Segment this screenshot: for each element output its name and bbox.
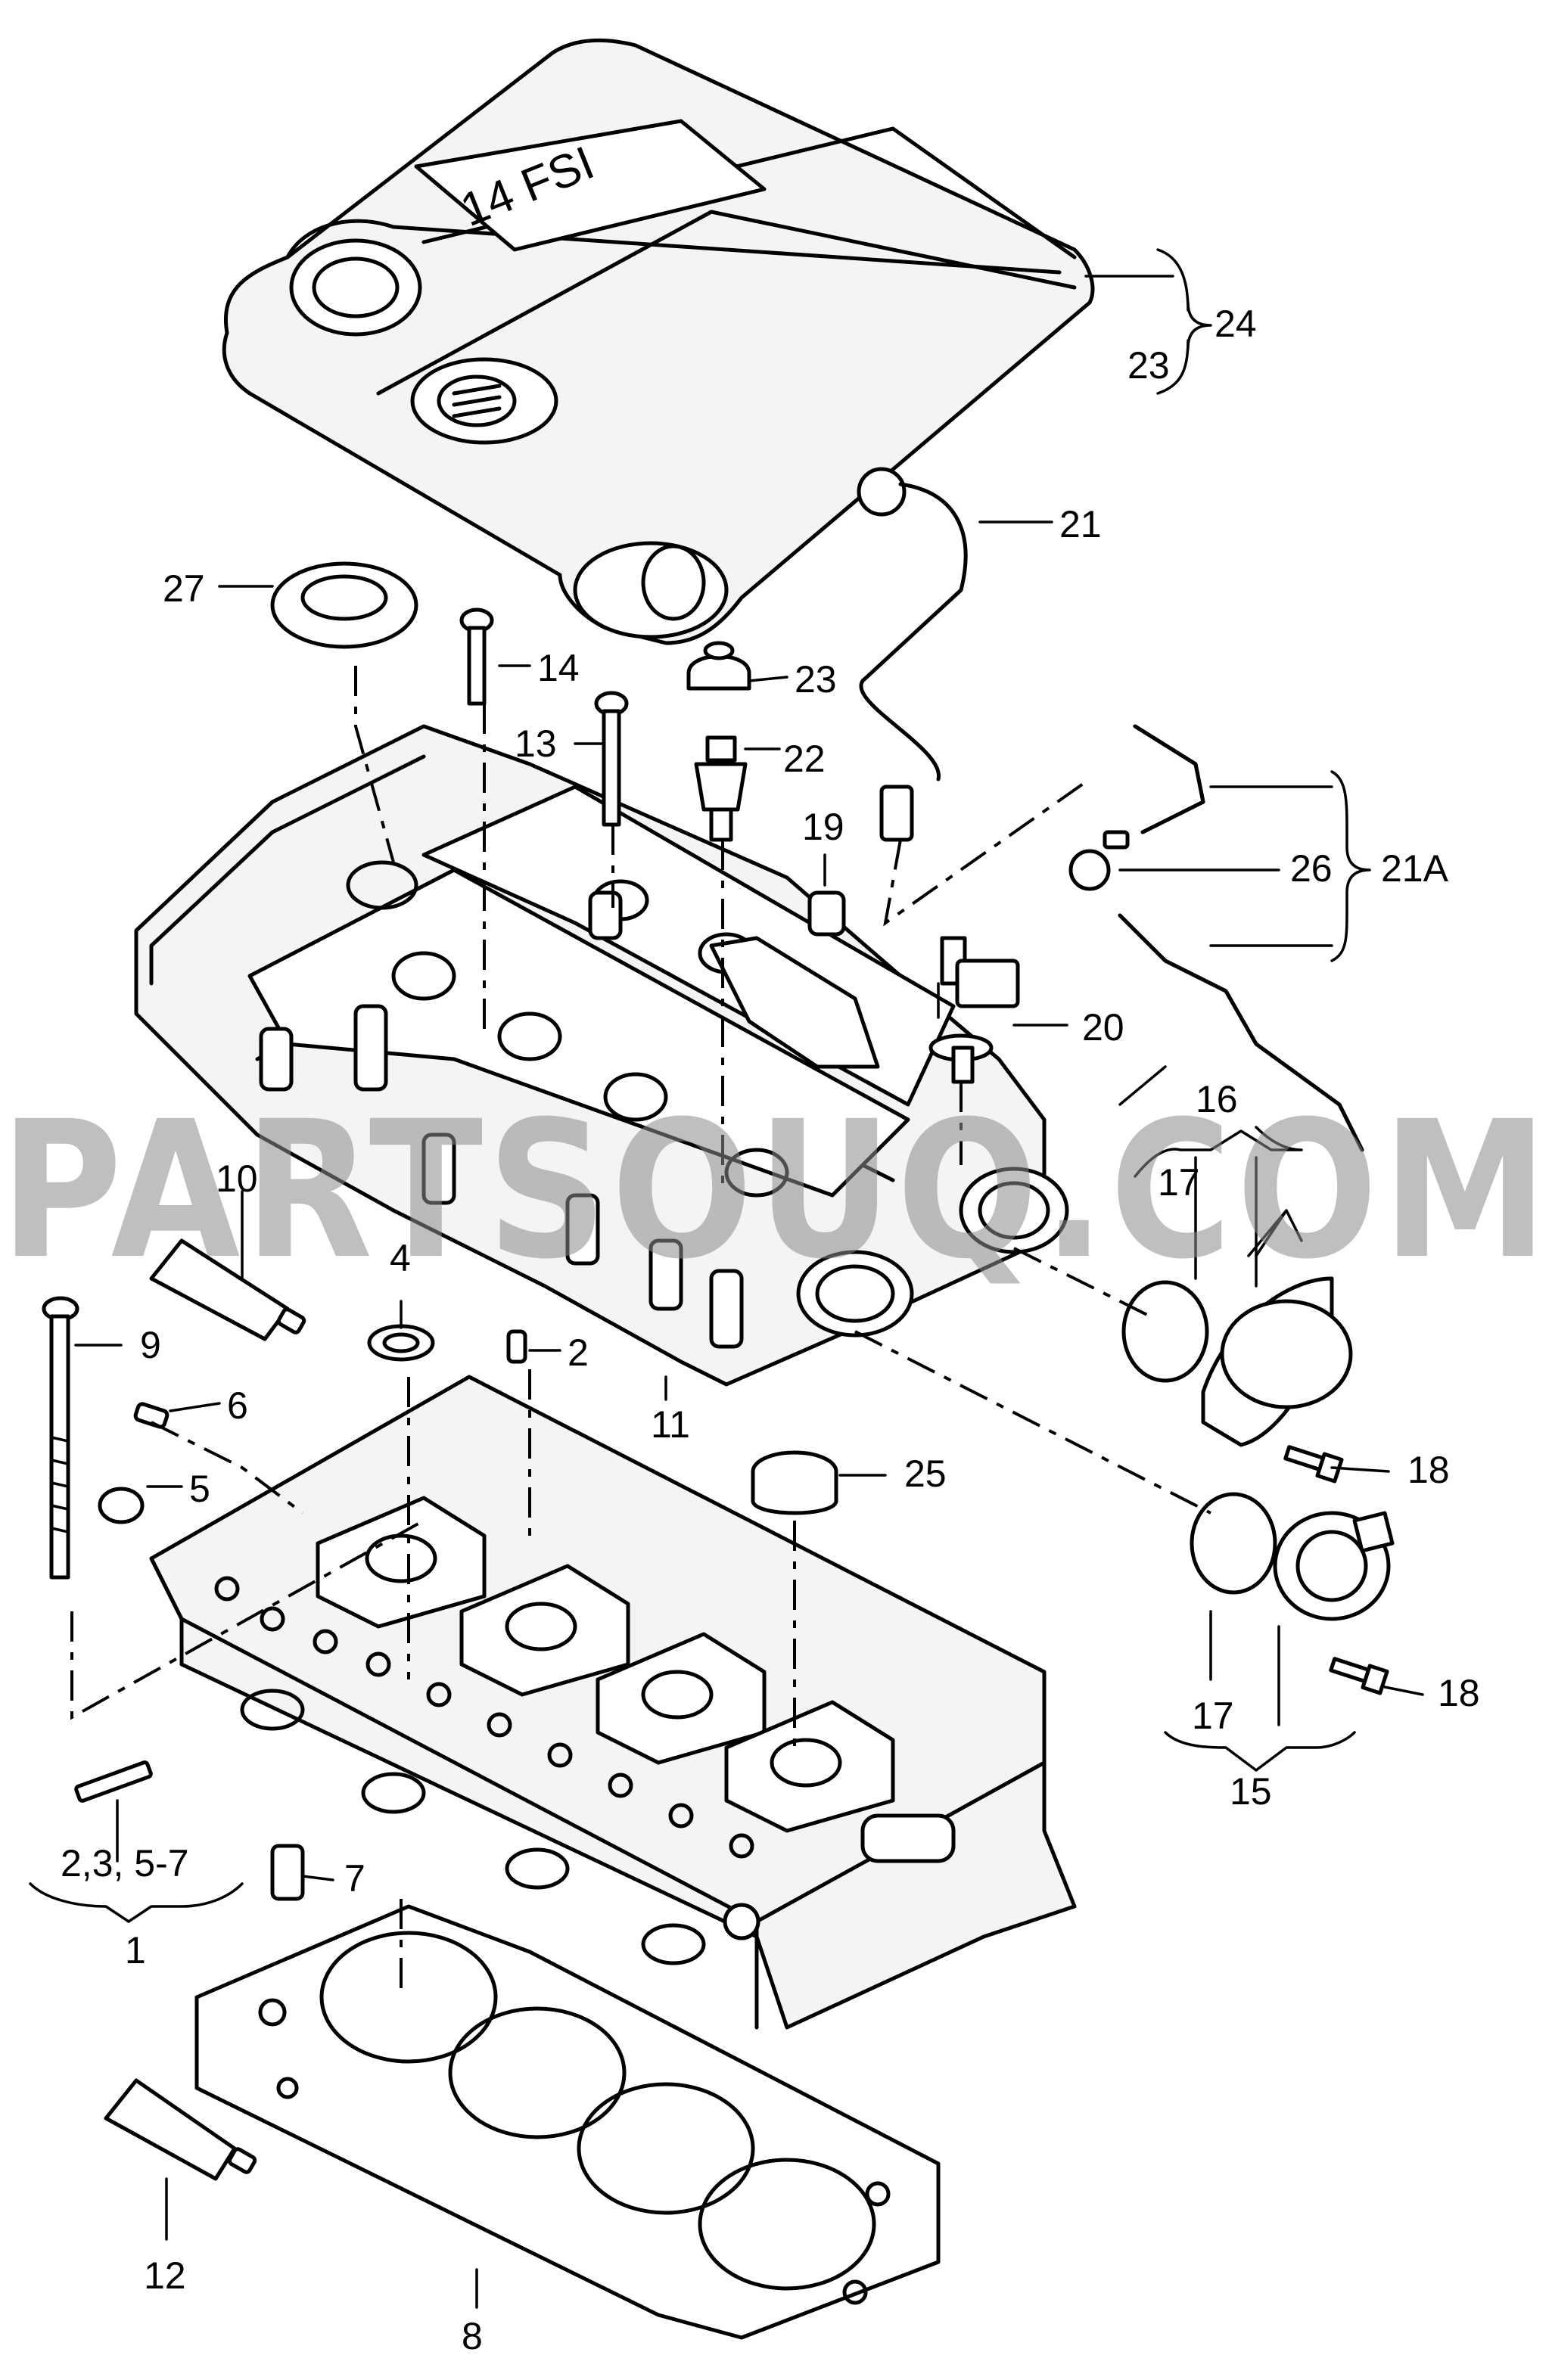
bolt-14	[459, 607, 494, 706]
grommet-27	[270, 561, 418, 649]
label-23: 23	[795, 658, 837, 701]
o-ring-17-lower	[1190, 1492, 1277, 1595]
hose-21a	[1118, 724, 1364, 1152]
label-8: 8	[462, 2315, 483, 2357]
label-18-lower: 18	[1438, 1672, 1480, 1714]
label-4: 4	[390, 1237, 411, 1279]
label-2: 2	[568, 1331, 589, 1374]
bolt-9	[42, 1296, 79, 1580]
sealant-tube-12	[104, 2078, 257, 2181]
oil-seal-4	[367, 1324, 435, 1362]
label-6: 6	[227, 1384, 248, 1427]
label-16: 16	[1196, 1078, 1238, 1120]
cap-23	[686, 641, 751, 691]
label-14: 14	[537, 647, 580, 689]
valve-26	[1068, 830, 1130, 891]
label-1: 1	[125, 1929, 146, 1971]
bolt-13	[594, 691, 629, 827]
label-9: 9	[140, 1324, 161, 1366]
bolt-18-lower	[1329, 1657, 1389, 1695]
seal-ring-25	[751, 1450, 838, 1515]
label-21: 21	[1059, 503, 1102, 545]
label-17-upper: 17	[1158, 1161, 1200, 1204]
label-27: 27	[163, 567, 205, 610]
pin-6	[133, 1402, 170, 1429]
dowel-pin-2	[506, 1329, 527, 1364]
label-23-top: 23	[1127, 344, 1170, 387]
sleeve-7	[270, 1844, 305, 1901]
watermark: PARTSOUQ.COM	[0, 1080, 1552, 1300]
label-7: 7	[344, 1857, 365, 1900]
dashed-guides	[70, 666, 1211, 1997]
part-labels: 24 23 21 27 14 23 13 22 19 26 21A 20 16 …	[61, 303, 1480, 2357]
sleeve-19	[807, 890, 846, 937]
plug-5	[98, 1487, 145, 1524]
label-24: 24	[1215, 303, 1257, 345]
cylinder-head	[149, 1375, 1077, 2030]
label-13: 13	[515, 722, 557, 765]
sensor-20	[928, 936, 1020, 1084]
label-17-lower: 17	[1192, 1695, 1234, 1737]
label-20: 20	[1082, 1006, 1124, 1049]
engine-cover: 14 FSI	[222, 39, 1095, 645]
label-22: 22	[783, 738, 826, 780]
head-gasket	[194, 1904, 941, 2340]
leader-lines	[29, 248, 1424, 2309]
breather-pipe-21	[857, 467, 968, 842]
label-19: 19	[802, 806, 844, 848]
label-15: 15	[1230, 1770, 1272, 1813]
label-11: 11	[651, 1403, 690, 1446]
label-5: 5	[189, 1468, 210, 1510]
label-26: 26	[1290, 847, 1333, 890]
label-18-upper: 18	[1407, 1449, 1450, 1491]
pump-cover-15	[1273, 1511, 1395, 1621]
label-10: 10	[216, 1157, 258, 1200]
label-1-sub: 2,3, 5-7	[61, 1842, 189, 1884]
pump-cover-16	[1201, 1276, 1353, 1447]
camshaft-housing	[134, 724, 1069, 1387]
label-21a: 21A	[1381, 847, 1449, 890]
sealant-tube-10	[149, 1238, 306, 1341]
o-ring-17-upper	[1121, 1280, 1209, 1383]
label-25: 25	[904, 1453, 947, 1495]
stud-1	[74, 1760, 153, 1803]
bolt-18-upper	[1283, 1445, 1344, 1484]
label-12: 12	[144, 2254, 186, 2297]
valve-22	[694, 735, 748, 842]
